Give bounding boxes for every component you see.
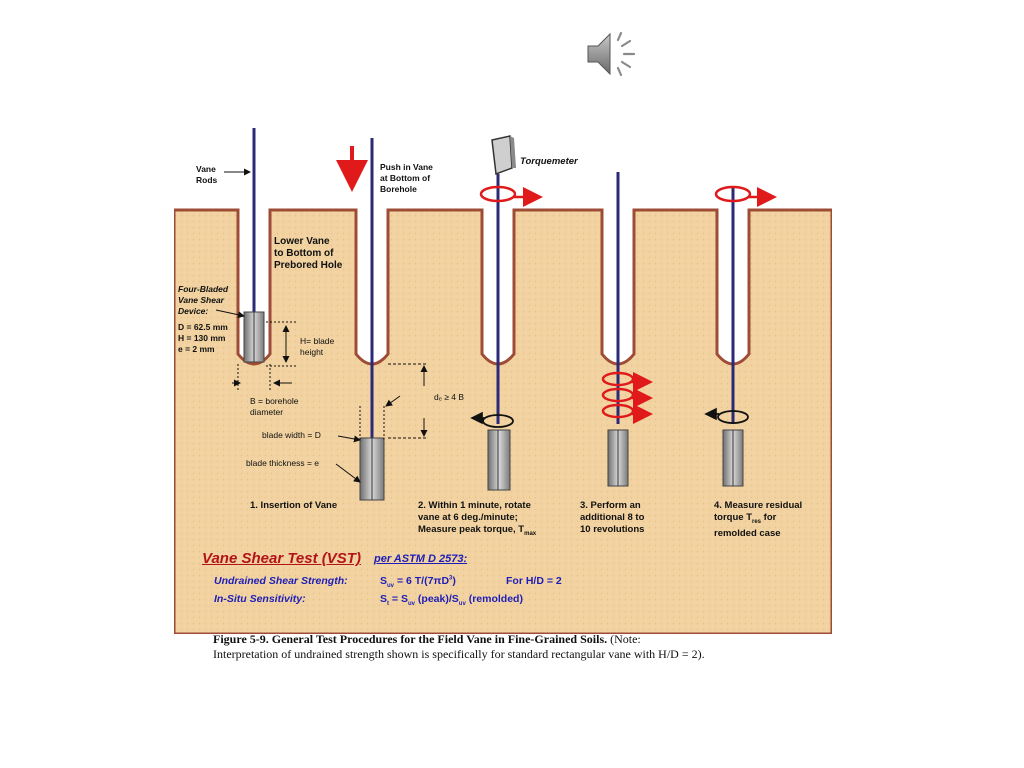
label-blade-width: blade width = D xyxy=(262,430,321,440)
vst-title: Vane Shear Test (VST) xyxy=(202,550,361,567)
label-push-in-vane: Push in Vane at Bottom of Borehole xyxy=(380,162,433,194)
label-blade-height: H= blade height xyxy=(300,336,335,357)
label-blade-thickness: blade thickness = e xyxy=(246,458,320,468)
vane-shear-diagram xyxy=(174,128,832,634)
label-d-value: D = 62.5 mm xyxy=(178,322,228,332)
vane-blade-4 xyxy=(607,429,629,487)
step-4-caption: 4. Measure residual torque Tres for remo… xyxy=(714,500,803,539)
label-vane-device: Four-Bladed Vane Shear Device: xyxy=(178,284,229,316)
figure-caption: Figure 5-9. General Test Procedures for … xyxy=(213,632,705,661)
sensitivity-label: In-Situ Sensitivity: xyxy=(214,593,306,605)
label-depth-ratio: dₑ ≥ 4 B xyxy=(434,392,465,402)
label-h-value: H = 130 mm xyxy=(178,333,226,343)
step-2-caption: 2. Within 1 minute, rotate vane at 6 deg… xyxy=(418,500,537,537)
label-torquemeter: Torquemeter xyxy=(520,156,578,167)
undrained-strength-formula: Suv = 6 T/(7πD3) xyxy=(380,575,456,590)
torquemeter-icon xyxy=(491,135,516,176)
rotation-arrow-4 xyxy=(714,185,752,203)
torque-arrow-4 xyxy=(717,410,749,424)
vane-blade-1 xyxy=(243,311,265,363)
label-lower-vane: Lower Vane to Bottom of Prebored Hole xyxy=(274,236,343,271)
step-1-caption: 1. Insertion of Vane xyxy=(250,500,338,511)
vane-shear-figure: Vane Rods Push in Vane at Bottom of Bore… xyxy=(174,124,832,634)
label-e-value: e = 2 mm xyxy=(178,344,215,354)
label-vane-rods: Vane Rods xyxy=(196,164,218,185)
step-3-caption: 3. Perform an additional 8 to 10 revolut… xyxy=(580,500,645,535)
undrained-strength-note: For H/D = 2 xyxy=(506,575,562,587)
soil-profile xyxy=(174,208,832,634)
rotation-arrow-2 xyxy=(479,185,517,203)
label-borehole-diameter: B = borehole diameter xyxy=(250,396,299,417)
undrained-strength-label: Undrained Shear Strength: xyxy=(214,575,348,587)
sensitivity-formula: St = Suv (peak)/Suv (remolded) xyxy=(380,593,523,608)
vst-reference: per ASTM D 2573: xyxy=(374,553,468,565)
vane-blade-3 xyxy=(487,429,511,491)
speaker-icon[interactable] xyxy=(586,28,640,80)
vane-blade-2 xyxy=(359,437,385,501)
vane-blade-5 xyxy=(722,429,744,487)
torque-arrow-2 xyxy=(482,414,514,428)
